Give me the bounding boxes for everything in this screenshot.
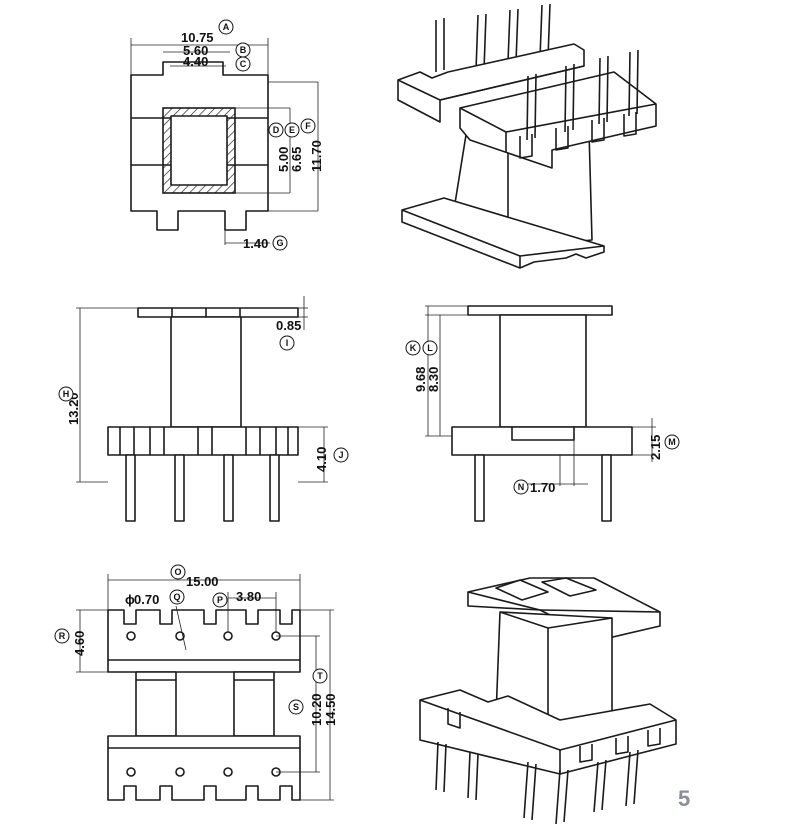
dim-D-value: 5.00 — [276, 147, 291, 172]
dim-J-letter: J — [338, 450, 343, 460]
dim-D-letter: D — [273, 125, 280, 135]
diameter-symbol: ϕ — [125, 592, 135, 607]
dim-F-letter: F — [305, 121, 311, 131]
dim-T-value: 14.50 — [323, 693, 338, 726]
dim-L-value: 8.30 — [426, 367, 441, 392]
dim-G-letter: G — [276, 238, 283, 248]
dim-B-letter: B — [240, 45, 247, 55]
dim-N-letter: N — [518, 482, 525, 492]
dim-A-letter: A — [223, 22, 230, 32]
dim-M-letter: M — [668, 437, 676, 447]
dim-P-value: 3.80 — [236, 589, 261, 604]
dim-H-letter: H — [63, 389, 70, 399]
dim-R-value: 4.60 — [72, 631, 87, 656]
dim-P-letter: P — [217, 595, 223, 605]
dim-E-letter: E — [289, 125, 295, 135]
dim-I-value: 0.85 — [276, 318, 301, 333]
dim-Q-value: 0.70 — [134, 592, 159, 607]
dim-F-value: 11.70 — [309, 140, 324, 172]
dim-Q-letter: Q — [173, 592, 180, 602]
dim-J-value: 4.10 — [314, 447, 329, 472]
dim-T-letter: T — [317, 671, 323, 681]
dim-I-letter: I — [286, 338, 289, 348]
dim-B-value: 5.60 — [183, 43, 208, 58]
dim-K-value: 9.68 — [413, 367, 428, 392]
dim-S-value: 10.20 — [309, 693, 324, 726]
dim-M-value: 2.15 — [648, 435, 663, 460]
top-view: 10.75 A 5.60 B 4.40 C 5.00 6.65 11.70 D … — [130, 19, 324, 251]
bottom-view: O 15.00 ϕ 0.70 Q P 3.80 R 4.60 S 10.20 T… — [54, 564, 338, 801]
dim-H-value: 13.20 — [66, 392, 81, 425]
iso-view-bottom — [419, 577, 677, 825]
front-view: 13.20 H 0.85 I 4.10 J — [58, 296, 349, 522]
dim-O-letter: O — [174, 567, 181, 577]
dim-N-value: 1.70 — [530, 480, 555, 495]
dim-O-value: 15.00 — [186, 574, 219, 589]
dim-G-value: 1.40 — [243, 236, 268, 251]
iso-view-top — [397, 3, 657, 269]
dim-K-letter: K — [410, 343, 417, 353]
dim-S-letter: S — [293, 702, 299, 712]
side-view: 9.68 K 8.30 L 2.15 M N 1.70 — [405, 305, 680, 522]
dim-C-letter: C — [240, 59, 247, 69]
dim-C-value: 4.40 — [183, 54, 208, 69]
dim-E-value: 6.65 — [289, 147, 304, 172]
dim-R-letter: R — [59, 631, 66, 641]
dim-L-letter: L — [427, 343, 433, 353]
dim-A-value: 10.75 — [181, 30, 214, 45]
page-number: 5 — [678, 786, 690, 811]
